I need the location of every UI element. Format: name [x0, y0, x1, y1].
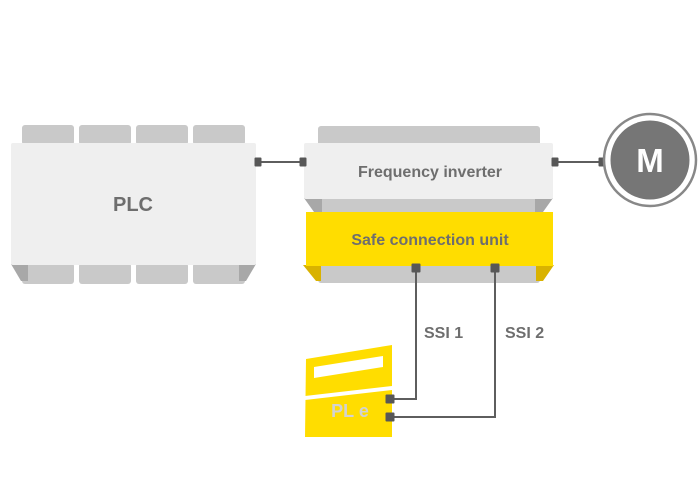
inverter-middle-tab	[318, 198, 540, 213]
inverter-corner-shadow-left	[304, 198, 322, 212]
ssi-wires: SSI 1 SSI 2	[394, 263, 544, 418]
ssi2-wire	[394, 270, 496, 418]
plc-corner-shadow-left	[11, 264, 28, 281]
plc-label: PLC	[113, 194, 153, 216]
safe-unit-fold-right	[536, 265, 554, 281]
encoder-stripe	[305, 386, 392, 400]
inverter-bottom-tab	[318, 265, 540, 283]
safe-unit-fold-left	[303, 265, 321, 281]
ssi1-label: SSI 1	[424, 325, 463, 342]
motor-symbol: M	[602, 112, 698, 208]
inverter-assembly: Frequency inverter Safe connection unit	[303, 126, 554, 283]
encoder-symbol: PL e	[305, 345, 395, 437]
inverter-motor-link	[551, 157, 606, 167]
plc-bottom-tab-4	[193, 263, 245, 284]
ssi1-unit-connector	[411, 263, 421, 273]
plc-bottom-tab-2	[79, 263, 131, 284]
ssi2-label: SSI 2	[505, 325, 544, 342]
plc-top-tab-1	[22, 125, 74, 145]
encoder-slot	[314, 356, 383, 378]
inverter-output-connector	[551, 157, 559, 167]
plc-output-connector	[254, 157, 262, 167]
motor-circle	[610, 120, 690, 200]
ssi2-unit-connector	[490, 263, 500, 273]
encoder-ssi1-connector	[385, 394, 395, 404]
plc-inverter-link	[254, 157, 307, 167]
plc-top-tab-3	[136, 125, 188, 145]
plc-top-tab-4	[193, 125, 245, 145]
safe-connection-unit-label: Safe connection unit	[351, 232, 509, 249]
ssi1-wire	[394, 270, 417, 400]
inverter-input-connector	[299, 157, 307, 167]
plc-block	[11, 143, 256, 265]
safe-connection-unit-block	[306, 212, 553, 266]
plc-top-tab-2	[79, 125, 131, 145]
plc-assembly: PLC	[11, 125, 256, 284]
encoder-label: PL e	[331, 401, 369, 421]
encoder-ssi2-connector	[385, 412, 395, 422]
plc-bottom-tab-3	[136, 263, 188, 284]
motor-label: M	[636, 142, 664, 179]
plc-bottom-tab-1	[22, 263, 74, 284]
inverter-top-tab	[318, 126, 540, 148]
inverter-corner-shadow-right	[535, 198, 553, 212]
plc-corner-shadow-right	[239, 264, 256, 281]
frequency-inverter-block	[304, 143, 553, 199]
frequency-inverter-label: Frequency inverter	[358, 164, 502, 181]
